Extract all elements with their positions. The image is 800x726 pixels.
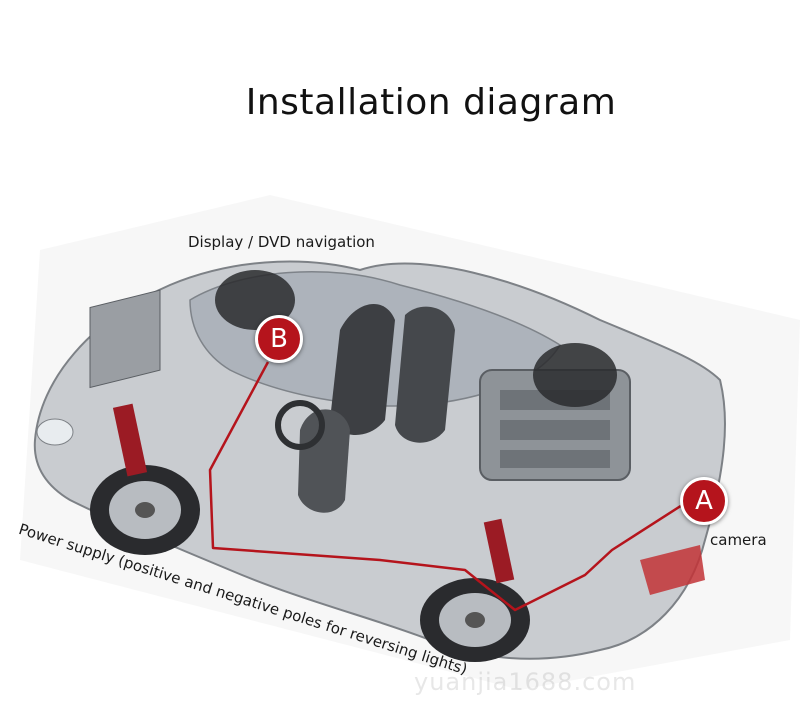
label-display-dvd-navigation: Display / DVD navigation xyxy=(188,233,375,251)
marker-b: B xyxy=(255,315,303,363)
front-left-wheel xyxy=(90,465,200,555)
headlight xyxy=(37,419,73,445)
rear-right-wheel xyxy=(533,343,617,407)
marker-a: A xyxy=(680,477,728,525)
page-title: Installation diagram xyxy=(0,82,800,123)
rear-left-wheel xyxy=(420,578,530,662)
radiator xyxy=(90,290,160,387)
label-camera: camera xyxy=(710,531,767,549)
watermark: yuanjia1688.com xyxy=(414,668,636,696)
